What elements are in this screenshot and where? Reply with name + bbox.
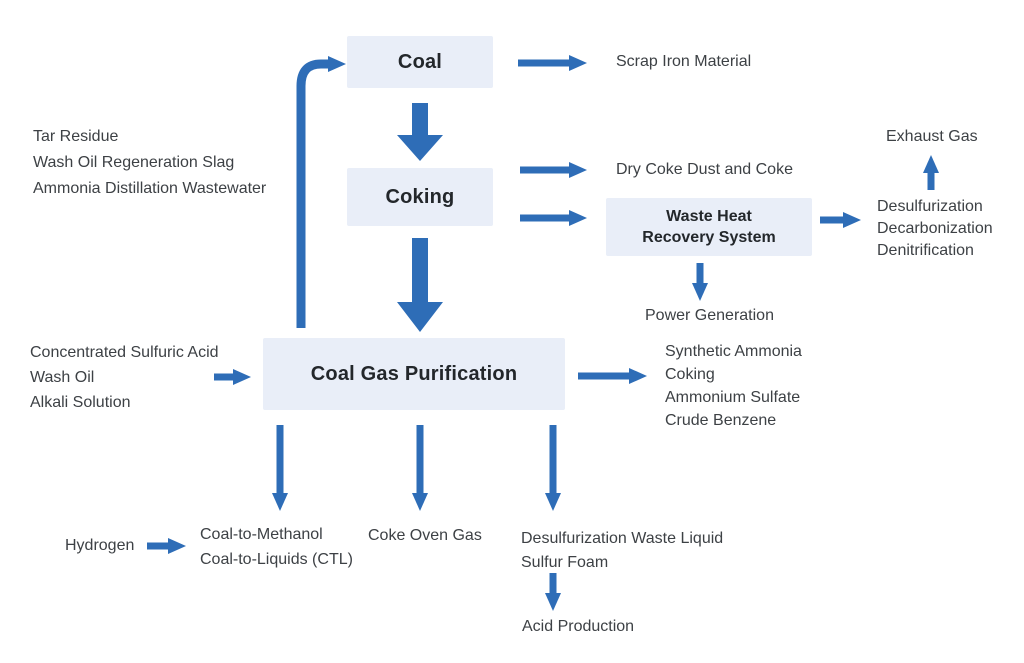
label-desulfurization: Desulfurization <box>877 198 983 215</box>
label-crude-benzene: Crude Benzene <box>665 412 777 429</box>
arrow-coking-to-purification <box>397 238 443 332</box>
node-whrs-label-line1: Waste Heat <box>666 208 752 225</box>
label-alkali-solution: Alkali Solution <box>30 394 131 411</box>
node-coking-label: Coking <box>385 185 455 208</box>
label-exhaust-gas: Exhaust Gas <box>886 128 978 145</box>
label-decarbonization: Decarbonization <box>877 220 993 237</box>
label-desulfurization-waste: Desulfurization Waste Liquid Sulfur Foam <box>521 527 723 575</box>
label-flue-gas-treatment: Desulfurization Decarbonization Denitrif… <box>877 196 993 262</box>
label-scrap-iron-material: Scrap Iron Material <box>616 53 752 70</box>
node-whrs-label-line2: Recovery System <box>642 229 776 246</box>
label-coke-oven-gas: Coke Oven Gas <box>368 527 482 544</box>
label-concentrated-sulfuric-acid: Concentrated Sulfuric Acid <box>30 344 219 361</box>
node-waste-heat-recovery: Waste Heat Recovery System <box>606 198 812 256</box>
label-acid-production: Acid Production <box>522 618 635 635</box>
label-ammonia-distillation-wastewater: Ammonia Distillation Wastewater <box>33 180 267 197</box>
node-coal-label: Coal <box>397 50 443 73</box>
label-desulfurization-waste-liquid: Desulfurization Waste Liquid <box>521 530 724 547</box>
label-coal-to-liquids: Coal-to-Liquids (CTL) <box>200 551 353 568</box>
node-coal: Coal <box>347 36 493 88</box>
node-coking: Coking <box>347 168 493 226</box>
node-coal-gas-purification: Coal Gas Purification <box>263 338 565 410</box>
label-synthetic-ammonia: Synthetic Ammonia <box>665 343 802 360</box>
label-dry-coke-dust: Dry Coke Dust and Coke <box>616 161 793 178</box>
node-purification-label: Coal Gas Purification <box>310 362 518 385</box>
arrow-coal-to-coking <box>397 103 443 161</box>
label-ammonium-sulfate: Ammonium Sulfate <box>665 389 801 406</box>
label-tar-residue: Tar Residue <box>33 128 119 145</box>
label-power-generation: Power Generation <box>645 307 774 324</box>
arrow-recycle-to-coal <box>296 56 346 328</box>
label-coking-output: Coking <box>665 366 715 383</box>
label-sulfur-foam: Sulfur Foam <box>521 554 609 571</box>
label-purification-inputs: Concentrated Sulfuric Acid Wash Oil Alka… <box>30 340 219 415</box>
label-ctl-outputs: Coal-to-Methanol Coal-to-Liquids (CTL) <box>200 522 353 572</box>
label-denitrification: Denitrification <box>877 242 974 259</box>
label-purification-outputs: Synthetic Ammonia Coking Ammonium Sulfat… <box>665 340 802 432</box>
label-coal-to-methanol: Coal-to-Methanol <box>200 526 323 543</box>
label-coking-inputs: Tar Residue Wash Oil Regeneration Slag A… <box>33 124 266 202</box>
label-wash-oil-regeneration-slag: Wash Oil Regeneration Slag <box>33 154 235 171</box>
label-hydrogen: Hydrogen <box>65 537 135 554</box>
label-wash-oil: Wash Oil <box>30 369 95 386</box>
